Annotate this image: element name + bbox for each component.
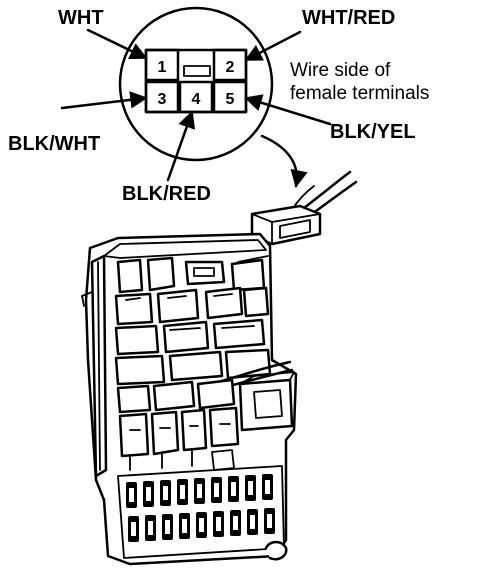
leader-arrow-pin-2 — [244, 30, 302, 62]
box-tab — [81, 291, 93, 297]
pointer-arrow — [260, 134, 308, 188]
relay-socket — [168, 350, 224, 382]
plug-connector — [250, 170, 358, 246]
relay-socket — [156, 288, 200, 324]
fuse-slot-contact — [214, 483, 219, 497]
fuse-slot-contact — [165, 520, 170, 534]
fuse-slot-contact — [231, 482, 236, 496]
fuse-grid — [126, 474, 275, 542]
relay-block-face — [253, 389, 283, 419]
note-line-2: female terminals — [290, 83, 429, 104]
fuse-slot-contact — [216, 517, 221, 531]
wire-label-pin-5: BLK/YEL — [330, 121, 416, 143]
relay-socket — [196, 378, 236, 410]
relay-socket — [208, 406, 240, 448]
pin-number-2: 2 — [226, 59, 235, 76]
relay-socket — [180, 408, 208, 452]
relay-wire — [237, 255, 269, 263]
connector-closeup: 1 2 3 4 5 — [118, 6, 274, 162]
wire-labels: WHT WHT/RED BLK/WHT BLK/RED BLK/YEL Wire… — [8, 7, 429, 205]
note-line-1: Wire side of — [290, 60, 391, 81]
relay-socket — [146, 256, 176, 292]
plug-slot — [279, 219, 311, 239]
relay-latch — [193, 267, 215, 277]
relay-row — [114, 348, 294, 390]
fuse-slot-contact — [182, 519, 187, 533]
connector-latch — [183, 65, 211, 77]
pin-number-4: 4 — [192, 91, 201, 108]
magnifier-circle — [118, 6, 274, 162]
wire-label-pin-2: WHT/RED — [302, 7, 395, 29]
relay-row — [116, 255, 269, 294]
relay-socket — [114, 292, 154, 326]
socket-detail — [169, 325, 255, 331]
relay-socket — [114, 354, 166, 386]
fuse-relay-box — [81, 232, 298, 566]
relay-row — [118, 406, 240, 471]
fuse-slot-contact — [250, 515, 255, 529]
fuse-slot-contact — [146, 487, 151, 501]
box-top-rim — [103, 239, 267, 259]
socket-detail — [129, 423, 231, 431]
relay-socket — [212, 318, 266, 350]
fuse-slot-contact — [199, 518, 204, 532]
fuse-slot-contact — [129, 488, 134, 502]
wire-label-pin-3: BLK/WHT — [8, 133, 100, 155]
leader-arrow-pin-4 — [166, 110, 196, 182]
fuse-slot-contact — [267, 514, 272, 528]
relay-socket — [152, 380, 196, 412]
relay-socket-connector — [184, 260, 226, 286]
box-bottom-clip — [264, 540, 288, 561]
pin-number-5: 5 — [226, 91, 235, 108]
relay-socket — [116, 384, 152, 414]
relay-block — [238, 378, 294, 432]
box-side-line — [97, 261, 101, 471]
fuse-slot-contact — [131, 522, 136, 536]
leader-arrow-pin-1 — [86, 28, 148, 60]
fuse-panel-tab — [211, 449, 235, 471]
relay-row — [114, 318, 266, 356]
pin-cell-2 — [212, 48, 248, 82]
fuse-slot-contact — [163, 486, 168, 500]
relay-socket — [162, 320, 210, 354]
fuse-panel — [117, 449, 285, 559]
leader-arrow-pin-3 — [60, 91, 148, 110]
fuse-slot-contact — [197, 484, 202, 498]
fuse-slot-contact — [180, 485, 185, 499]
pin-number-1: 1 — [158, 59, 167, 76]
relay-socket — [230, 258, 266, 292]
relay-row — [116, 371, 295, 432]
box-tab — [81, 295, 85, 307]
fuse-slot-contact — [233, 516, 238, 530]
fuse-slot-contact — [265, 480, 270, 494]
wire-label-pin-4: BLK/RED — [122, 183, 211, 205]
pin-cell-1 — [144, 48, 180, 82]
relay-socket — [204, 286, 244, 320]
socket-leg — [129, 449, 193, 471]
socket-detail — [125, 293, 233, 301]
relay-socket — [242, 286, 270, 318]
leader-arrow-pin-5 — [244, 94, 332, 126]
fuse-slot-contact — [148, 521, 153, 535]
relay-block-top — [239, 371, 295, 385]
relay-socket — [150, 410, 180, 456]
fuse-slot-contact — [248, 481, 253, 495]
relay-socket — [116, 258, 144, 294]
relay-row — [114, 286, 270, 326]
wire-label-pin-1: WHT — [58, 7, 104, 29]
pin-cell-4 — [178, 80, 214, 114]
relay-socket — [118, 412, 150, 458]
pin-number-3: 3 — [158, 91, 167, 108]
relay-socket — [114, 324, 160, 356]
